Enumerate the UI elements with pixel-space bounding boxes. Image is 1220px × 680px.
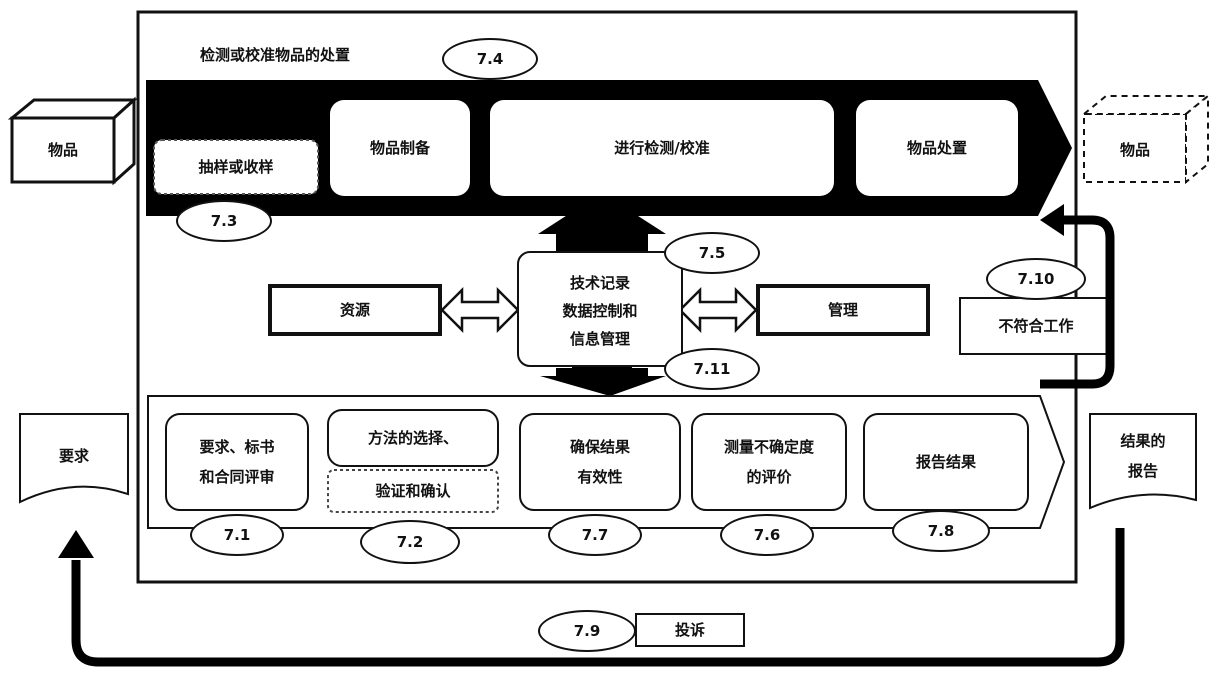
- records-box: [517, 251, 683, 367]
- clause-7-11: 7.11: [664, 348, 760, 390]
- vertical-arrow-down: [540, 368, 666, 396]
- clause-7-6: 7.6: [720, 514, 814, 556]
- clause-7-5: 7.5: [664, 232, 760, 274]
- nonconforming-arrowhead: [1040, 204, 1064, 236]
- complaint-arrowhead: [58, 530, 94, 558]
- method-bottom-box: [327, 469, 499, 513]
- validity-label: 确保结果 有效性: [569, 438, 630, 486]
- resources-double-arrow: [440, 286, 520, 334]
- management-label: 管理: [827, 301, 858, 319]
- review-box: [165, 413, 309, 511]
- review-label: 要求、标书 和合同评审: [199, 438, 275, 486]
- method-top-label: 方法的选择、: [367, 429, 458, 447]
- report-label: 报告结果: [915, 453, 976, 471]
- item-in-cube: [7, 96, 138, 186]
- records-label: 技术记录 数据控制和 信息管理: [562, 274, 638, 348]
- complaint-label: 投诉: [674, 621, 705, 639]
- resources-label: 资源: [339, 301, 370, 319]
- testing-box: [490, 100, 834, 196]
- diagram-title: 检测或校准物品的处置: [200, 46, 351, 64]
- result-report-document: [1089, 413, 1197, 510]
- testing-label: 进行检测/校准: [614, 139, 710, 157]
- nonconforming-label: 不符合工作: [998, 317, 1074, 335]
- clause-7-7: 7.7: [548, 514, 642, 556]
- preparation-box: [330, 100, 470, 196]
- clause-7-8: 7.8: [892, 510, 990, 552]
- management-double-arrow: [678, 286, 758, 334]
- clause-7-3: 7.3: [176, 200, 272, 242]
- sampling-label: 抽样或收样: [198, 158, 274, 176]
- method-bottom-label: 验证和确认: [375, 482, 451, 500]
- uncertainty-label: 测量不确定度 的评价: [723, 438, 814, 486]
- method-top-box: [327, 409, 499, 467]
- nonconforming-box: [959, 297, 1113, 355]
- clause-7-2: 7.2: [360, 520, 460, 564]
- item-out-cube: [1081, 93, 1211, 185]
- clause-7-1: 7.1: [190, 514, 284, 556]
- disposal-box: [856, 100, 1018, 196]
- preparation-label: 物品制备: [369, 139, 430, 157]
- uncertainty-box: [691, 413, 847, 511]
- item-out-label: 物品: [1119, 141, 1150, 159]
- validity-box: [519, 413, 681, 511]
- resources-box: [268, 284, 442, 336]
- clause-7-10: 7.10: [986, 258, 1086, 300]
- clause-7-9: 7.9: [538, 610, 636, 652]
- complaint-loop-arrow: [71, 528, 1125, 667]
- clause-7-4: 7.4: [442, 38, 538, 80]
- sampling-box: [153, 139, 319, 195]
- result-report-label: 结果的 报告: [1120, 432, 1166, 480]
- nonconforming-loop-arrow: [1040, 215, 1115, 389]
- complaint-box: [635, 613, 745, 647]
- disposal-label: 物品处置: [906, 139, 967, 157]
- item-in-label: 物品: [47, 141, 78, 159]
- requirements-label: 要求: [58, 447, 89, 465]
- management-box: [756, 284, 930, 336]
- requirements-document: [19, 413, 129, 504]
